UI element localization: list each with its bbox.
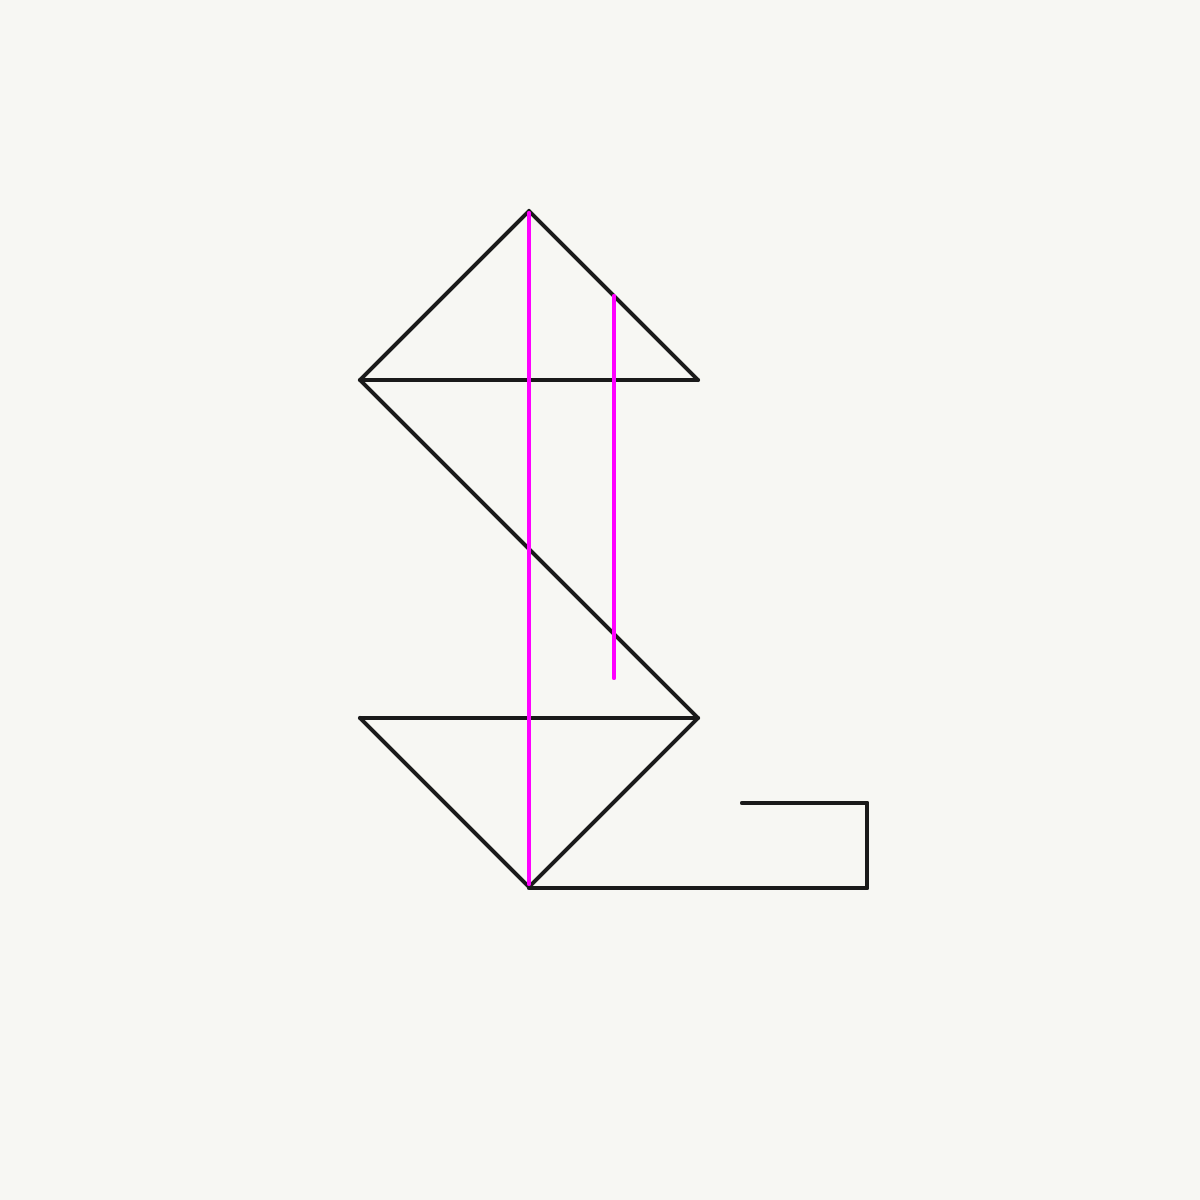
upper-triangle-left-edge xyxy=(358,209,531,382)
magenta-line-group xyxy=(527,211,616,886)
lower-triangle-left-edge xyxy=(358,716,531,889)
lower-triangle-right-edge xyxy=(527,716,700,889)
